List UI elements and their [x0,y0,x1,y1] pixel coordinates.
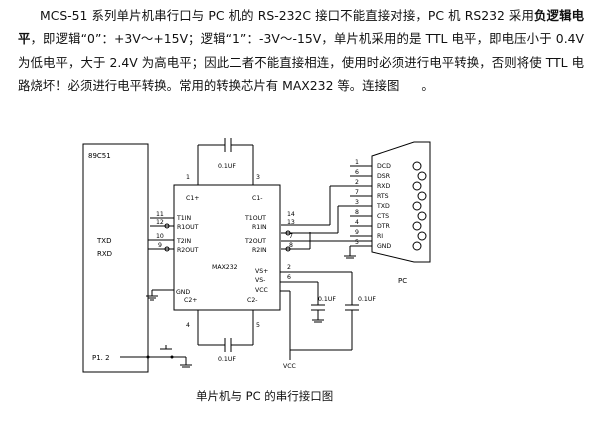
max232-name: MAX232 [212,264,238,271]
cap-label-right-1: 0.1UF [318,296,336,303]
max232-pin-2-num: 2 [287,264,291,271]
max232-box [173,184,281,311]
max232-gnd-label: GND [176,289,190,296]
db9-pin-num-7: 7 [355,189,359,196]
max232-pin-12-num: 12 [156,219,164,226]
mcu-name: 89C51 [88,152,111,160]
description-text-1: MCS-51 系列单片机串行口与 PC 机的 RS-232C 接口不能直接对接，… [40,8,535,23]
description-paragraph: MCS-51 系列单片机串行口与 PC 机的 RS-232C 接口不能直接对接，… [18,4,584,97]
max232-pin-11-num: 11 [156,211,164,218]
max232-t2out-label: T2OUT [244,238,266,245]
max232-vsplus-label: VS+ [255,268,268,275]
db9-pin-num-6: 6 [355,169,359,176]
description-bold-term: 负逻辑电平 [18,8,585,47]
max232-pin-3-num: 3 [256,174,260,181]
mcu-p12-label: P1. 2 [92,354,110,362]
cap-label-top: 0.1UF [218,163,236,170]
max232-vsminus-label: VS- [255,277,265,284]
max232-pin-1-num: 1 [186,174,190,181]
db9-pin-num-1: 1 [355,159,359,166]
max232-c2p-label: C2+ [184,297,197,304]
vcc-label: VCC [283,363,296,370]
max232-t1in-label: T1IN [176,215,192,222]
max232-c1n-label: C1- [252,195,263,202]
db9-pin-num-2: 2 [355,179,359,186]
db9-signal-rxd: RXD [377,183,391,190]
mcu-rxd-label: RXD [97,250,112,258]
max232-t1out-label: T1OUT [244,215,266,222]
max232-pin-4-num: 4 [186,322,190,329]
max232-r1out-label: R1OUT [177,224,199,231]
db9-signal-rts: RTS [377,193,389,200]
pc-label: PC [398,277,407,285]
max232-pin-5-num: 5 [256,322,260,329]
db9-connector-outline [371,141,431,263]
db9-pin-num-8: 8 [355,209,359,216]
cap-label-bottom: 0.1UF [218,356,236,363]
db9-signal-cts: CTS [377,213,389,220]
mcu-89c51-box [82,143,149,373]
db9-signal-gnd: GND [377,243,391,250]
max232-c2n-label: C2- [247,297,258,304]
max232-pin-13-num: 13 [287,219,295,226]
max232-pin-7-num: 7 [289,233,293,240]
db9-pin-num-5: 5 [355,239,359,246]
db9-signal-dtr: DTR [377,223,391,230]
figure-caption: 单片机与 PC 的串行接口图 [196,389,334,403]
max232-pin-14-num: 14 [287,211,295,218]
max232-vcc-label: VCC [255,287,268,294]
max232-r2in-label: R2IN [252,247,267,254]
max232-pin-10-num: 10 [156,233,164,240]
cap-label-right-2: 0.1UF [358,296,376,303]
max232-pin-6-num: 6 [287,274,291,281]
db9-pin-num-3: 3 [355,199,359,206]
max232-pin-9-num: 9 [158,242,162,249]
db9-signal-txd: TXD [376,203,390,210]
max232-r2out-label: R2OUT [177,247,199,254]
max232-pin-8-num: 8 [289,242,293,249]
db9-signal-ri: RI [377,233,383,240]
db9-signal-dsr: DSR [377,173,391,180]
db9-signal-dcd: DCD [377,163,391,170]
db9-pin-num-9: 9 [355,229,359,236]
mcu-txd-label: TXD [96,237,111,245]
max232-r1in-label: R1IN [252,224,267,231]
description-text-3: 。 [421,77,434,93]
db9-pin-num-4: 4 [355,219,359,226]
max232-c1p-label: C1+ [186,195,199,202]
max232-t2in-label: T2IN [176,238,192,245]
description-text-2: ，即逻辑“0”：+3V～+15V；逻辑“1”：-3V～-15V，单片机采用的是 … [18,31,584,93]
